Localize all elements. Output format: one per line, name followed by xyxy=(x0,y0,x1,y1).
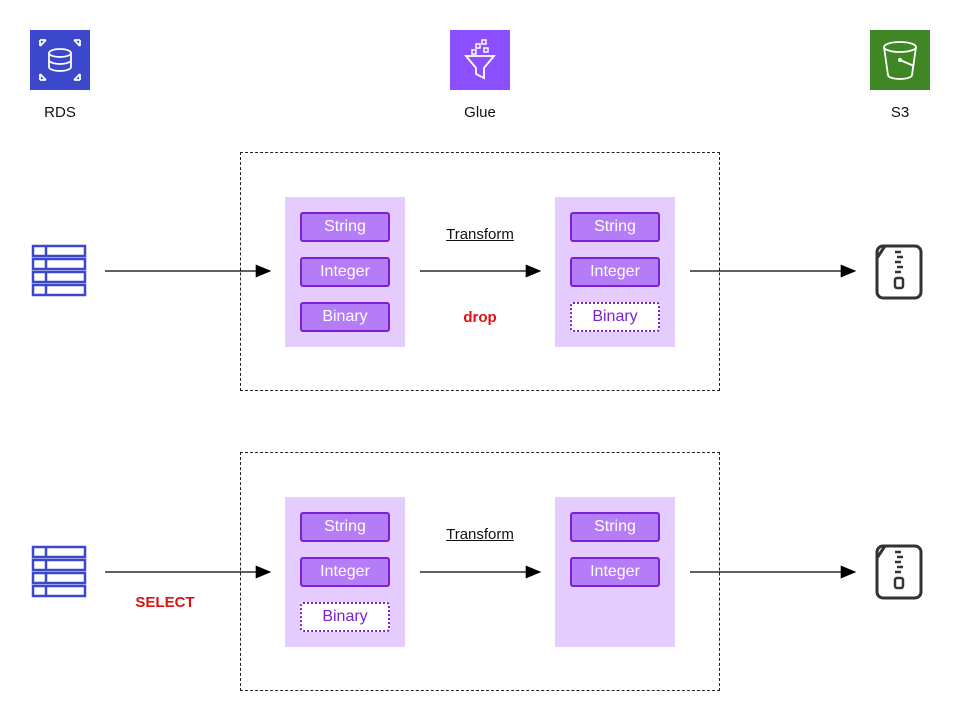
glue-funnel-icon xyxy=(450,30,510,90)
field-binary-dropped: Binary xyxy=(570,302,660,332)
field-binary: Binary xyxy=(300,302,390,332)
field-binary-excluded: Binary xyxy=(300,602,390,632)
table-icon-row2 xyxy=(30,545,88,599)
field-integer: Integer xyxy=(570,257,660,287)
field-string: String xyxy=(570,212,660,242)
glue-label: Glue xyxy=(464,104,496,121)
field-string: String xyxy=(570,512,660,542)
field-integer: Integer xyxy=(570,557,660,587)
table-icon-row1 xyxy=(30,244,88,298)
field-integer: Integer xyxy=(300,257,390,287)
rds-database-icon xyxy=(30,30,90,90)
field-string: String xyxy=(300,212,390,242)
target-schema-row2: String Integer xyxy=(555,497,675,647)
field-integer: Integer xyxy=(300,557,390,587)
glue-job-box-row2 xyxy=(240,452,720,691)
zip-file-icon-row1 xyxy=(873,242,925,302)
glue-job-box-row1 xyxy=(240,152,720,391)
s3-bucket-icon xyxy=(870,30,930,90)
s3-label: S3 xyxy=(890,104,910,121)
source-schema-row2: String Integer Binary xyxy=(285,497,405,647)
rds-label: RDS xyxy=(44,104,76,121)
zip-file-icon-row2 xyxy=(873,542,925,602)
field-string: String xyxy=(300,512,390,542)
transform-label-row1: Transform xyxy=(446,226,514,243)
drop-label: drop xyxy=(463,309,497,326)
transform-label-row2: Transform xyxy=(446,526,514,543)
select-label: SELECT xyxy=(135,594,195,611)
source-schema-row1: String Integer Binary xyxy=(285,197,405,347)
target-schema-row1: String Integer Binary xyxy=(555,197,675,347)
